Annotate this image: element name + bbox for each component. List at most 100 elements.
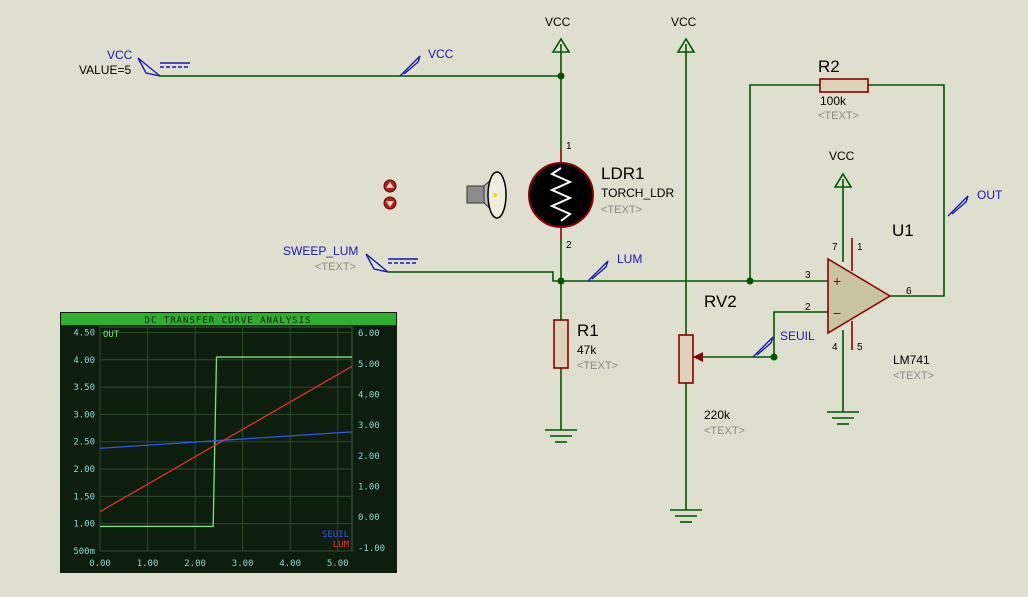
power-vcc-text: VCC bbox=[545, 15, 571, 29]
u1-pin1: 1 bbox=[857, 242, 863, 253]
seuil-net-label[interactable]: SEUIL bbox=[752, 329, 815, 358]
u1-pin7: 7 bbox=[832, 242, 838, 253]
junction-dot bbox=[770, 353, 778, 361]
x-tick-label: 1.00 bbox=[137, 559, 159, 569]
net-arrow-icon bbox=[752, 336, 774, 358]
y-left-tick-label: 3.00 bbox=[73, 410, 95, 420]
y-right-tick-label: 0.00 bbox=[358, 513, 380, 523]
r1-text: <TEXT> bbox=[577, 360, 618, 372]
x-tick-label: 3.00 bbox=[232, 559, 254, 569]
y-right-tick-label: 6.00 bbox=[358, 329, 380, 339]
y-left-tick-label: 4.50 bbox=[73, 328, 95, 338]
junction-dot bbox=[557, 72, 565, 80]
r1-ref: R1 bbox=[577, 321, 599, 340]
ldr1-ref: LDR1 bbox=[601, 164, 644, 183]
series-line-seuil bbox=[99, 431, 353, 449]
graph-title-bar bbox=[61, 313, 396, 325]
lum-net-label[interactable]: LUM bbox=[587, 252, 642, 282]
r2-text: <TEXT> bbox=[818, 110, 859, 122]
u1-pin3: 3 bbox=[805, 270, 811, 281]
y-left-tick-label: 500m bbox=[73, 547, 95, 557]
net-arrow-icon bbox=[587, 260, 609, 282]
ldr1-text: <TEXT> bbox=[601, 204, 642, 216]
resistor-body-icon bbox=[553, 319, 569, 369]
x-tick-label: 2.00 bbox=[184, 559, 206, 569]
graph-title: DC TRANSFER CURVE ANALYSIS bbox=[145, 316, 312, 326]
legend-lum: LUM bbox=[333, 540, 350, 550]
r2[interactable]: R2 100k <TEXT> bbox=[818, 57, 869, 122]
y-left-tick-label: 1.00 bbox=[73, 520, 95, 530]
sweep-lum-generator[interactable]: SWEEP_LUM <TEXT> bbox=[283, 244, 418, 273]
rv2[interactable]: RV2 220k <TEXT> bbox=[678, 292, 745, 437]
u1-plus: + bbox=[833, 273, 841, 289]
decrement-button[interactable] bbox=[383, 196, 397, 210]
vcc-generator[interactable]: VCC VALUE=5 bbox=[79, 48, 190, 77]
junction-dot bbox=[557, 277, 565, 285]
u1-text: <TEXT> bbox=[893, 370, 934, 382]
vcc-generator-name: VCC bbox=[107, 48, 133, 62]
wiper-arrow-icon bbox=[693, 352, 703, 362]
x-tick-label: 4.00 bbox=[279, 559, 301, 569]
u1-pin2: 2 bbox=[805, 302, 811, 313]
wires bbox=[160, 52, 945, 510]
out-label-text: OUT bbox=[977, 188, 1003, 202]
y-right-tick-label: 3.00 bbox=[358, 421, 380, 431]
u1-minus: − bbox=[833, 305, 841, 321]
generator-arrow-icon bbox=[365, 253, 389, 273]
graph-svg: DC TRANSFER CURVE ANALYSIS 0.00 1.00 2.00 3.… bbox=[61, 313, 396, 569]
vcc-generator-value: VALUE=5 bbox=[79, 63, 131, 77]
u1-value: LM741 bbox=[893, 353, 930, 367]
r1[interactable]: R1 47k <TEXT> bbox=[553, 319, 618, 372]
y-left-tick-label: 2.50 bbox=[73, 438, 95, 448]
lum-label-text: LUM bbox=[617, 252, 642, 266]
u1-pin5: 5 bbox=[857, 342, 863, 353]
y-right-tick-label: 4.00 bbox=[358, 391, 380, 401]
increment-button[interactable] bbox=[383, 179, 397, 193]
x-tick-label: 0.00 bbox=[89, 559, 111, 569]
junction-dot bbox=[746, 277, 754, 285]
y-right-tick-label: -1.00 bbox=[358, 544, 385, 554]
rv2-ref: RV2 bbox=[704, 292, 737, 311]
net-arrow-icon bbox=[947, 195, 969, 217]
y-left-tick-label: 4.00 bbox=[73, 356, 95, 366]
vcc-net-label-text: VCC bbox=[428, 47, 454, 61]
power-vcc-ldr[interactable]: VCC bbox=[545, 15, 571, 53]
ldr1-pin2: 2 bbox=[566, 240, 572, 251]
generator-arrow-icon bbox=[137, 57, 161, 77]
r2-ref: R2 bbox=[818, 57, 840, 76]
sweep-text: <TEXT> bbox=[315, 261, 356, 273]
ground-u1 bbox=[827, 411, 859, 425]
out-net-label[interactable]: OUT bbox=[947, 188, 1003, 217]
series-line-lum bbox=[99, 365, 353, 513]
seuil-label-text: SEUIL bbox=[780, 329, 815, 343]
power-vcc-rv2[interactable]: VCC bbox=[671, 15, 697, 53]
power-vcc-text: VCC bbox=[829, 149, 855, 163]
ground-rv2 bbox=[670, 509, 702, 523]
potentiometer-body-icon bbox=[678, 334, 694, 384]
x-tick-label: 5.00 bbox=[327, 559, 349, 569]
torch-icon[interactable] bbox=[466, 171, 507, 219]
ground-r1 bbox=[545, 429, 577, 443]
u1-ref: U1 bbox=[892, 221, 914, 240]
resistor-body-icon bbox=[819, 78, 869, 93]
series-line-out bbox=[100, 356, 352, 528]
u1-opamp[interactable]: + − 7 1 3 2 6 4 5 U1 LM741 <TEXT> bbox=[805, 221, 934, 382]
r1-value: 47k bbox=[577, 343, 597, 357]
y-left-tick-label: 1.50 bbox=[73, 492, 95, 502]
power-vcc-text: VCC bbox=[671, 15, 697, 29]
power-vcc-u1[interactable]: VCC bbox=[829, 149, 855, 188]
y-right-tick-label: 1.00 bbox=[358, 483, 380, 493]
y-left-tick-label: 3.50 bbox=[73, 383, 95, 393]
ldr1[interactable]: 1 2 LDR1 TORCH_LDR <TEXT> bbox=[528, 141, 674, 251]
ldr1-pin1: 1 bbox=[566, 141, 572, 152]
vcc-net-label[interactable]: VCC bbox=[399, 47, 454, 77]
sweep-name: SWEEP_LUM bbox=[283, 244, 358, 258]
net-arrow-icon bbox=[399, 55, 421, 77]
legend-out: OUT bbox=[103, 330, 120, 340]
rv2-value: 220k bbox=[704, 408, 731, 422]
y-left-tick-label: 2.00 bbox=[73, 465, 95, 475]
legend-seuil: SEUIL bbox=[322, 530, 349, 540]
dc-transfer-graph[interactable]: DC TRANSFER CURVE ANALYSIS 0.00 1.00 2.00 3.… bbox=[60, 312, 397, 573]
ldr1-value: TORCH_LDR bbox=[601, 186, 674, 200]
